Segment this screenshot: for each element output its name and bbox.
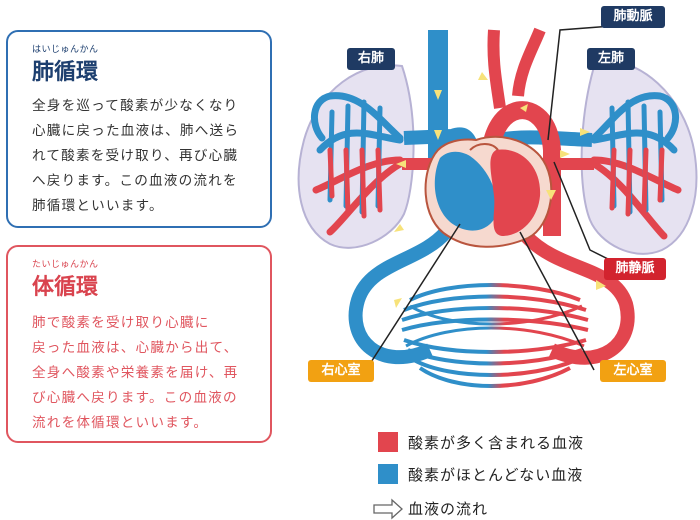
right-ventricle-label: 右心室 [308,360,374,382]
right-lung [297,64,415,249]
pulmonary-line: 肺循環といいます。 [32,198,164,214]
systemic-line: 流れを体循環といいます。 [32,415,209,431]
systemic-line: び心臓へ戻ります。この血液の [32,390,238,406]
pulmonary-description: 全身を巡って酸素が少なくなり 心臓に戻った血液は、肺へ送ら れて酸素を受け取り、… [32,94,239,219]
aorta-branches [487,27,546,109]
systemic-line: 全身へ酸素や栄養素を届け、再 [32,365,239,381]
pulmonary-artery-label: 肺動脈 [601,6,665,28]
flow-arrows [394,72,606,308]
systemic-title: 体循環 [32,275,99,300]
right-lung-vessels [311,92,404,236]
right-lung-label: 右肺 [347,48,395,70]
systemic-circulation-card: たいじゅんかん 体循環 肺で酸素を受け取り心臓に 戻った血液は、心臓から出て、 … [6,245,272,443]
pulmonary-vein-label: 肺静脈 [604,258,666,280]
pulmonary-line: 心臓に戻った血液は、肺へ送ら [32,123,240,139]
pulmonary-line: 全身を巡って酸素が少なくなり [32,98,239,114]
systemic-artery-loop [520,230,635,365]
systemic-line: 戻った血液は、心臓から出て、 [32,340,239,356]
systemic-vein-loop [348,227,452,365]
systemic-ruby: たいじゅんかん [32,260,99,270]
heart [424,135,553,248]
legend-swatch-oxygen-rich [378,432,398,452]
pulmonary-line: れて酸素を受け取り、再び心臓 [32,148,239,164]
systemic-line: 肺で酸素を受け取り心臓に [32,315,210,331]
legend-oxygen-rich: 酸素が多く含まれる血液 [408,434,585,452]
legend-oxygen-poor: 酸素がほとんどない血液 [408,466,584,484]
pointer-lines [365,25,627,371]
left-lung-label: 左肺 [587,48,635,70]
systemic-description: 肺で酸素を受け取り心臓に 戻った血液は、心臓から出て、 全身へ酸素や栄養素を届け… [32,311,238,436]
legend-flow: 血液の流れ [408,500,489,518]
hollow-right-arrow-icon [373,498,403,520]
pulmonary-line: へ戻ります。この血液の流れを [32,173,238,189]
pulmonary-circulation-card: はいじゅんかん 肺循環 全身を巡って酸素が少なくなり 心臓に戻った血液は、肺へ送… [6,30,272,228]
systemic-capillaries [401,283,589,388]
pulmonary-ruby: はいじゅんかん [32,45,99,55]
left-lung-vessels [590,92,682,240]
left-ventricle-label: 左心室 [600,360,666,382]
legend-swatch-oxygen-poor [378,464,398,484]
pulmonary-title: 肺循環 [32,60,99,85]
